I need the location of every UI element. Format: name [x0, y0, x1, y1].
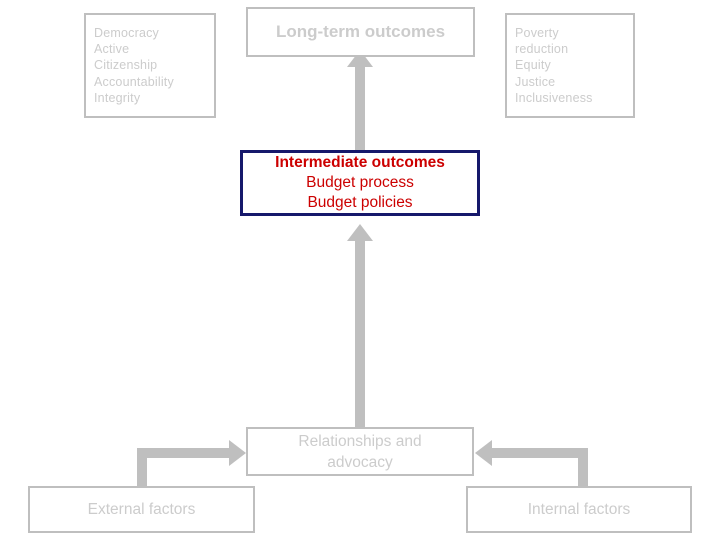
box-long-term-outcomes: Long-term outcomes [246, 7, 475, 57]
intermediate-outcomes-title: Intermediate outcomes [275, 154, 445, 171]
list-item: Justice [515, 74, 556, 89]
arrow-shaft-horizontal [490, 448, 588, 458]
relationships-label-line-2: advocacy [327, 453, 393, 471]
arrow-shaft-horizontal [137, 448, 233, 458]
list-item: Democracy [94, 26, 160, 40]
list-item: Inclusiveness [515, 90, 593, 105]
arrow-shaft [355, 62, 365, 152]
arrow-shaft-vertical [578, 448, 588, 490]
arrow-head-left-icon [475, 440, 492, 466]
long-term-outcomes-label: Long-term outcomes [275, 22, 446, 41]
civic-values-list: Democracy Active Citizenship Accountabil… [86, 15, 174, 106]
arrow-shaft [355, 240, 365, 432]
list-item: Poverty [515, 26, 559, 40]
box-external-factors: External factors [28, 486, 255, 533]
box-intermediate-outcomes: Intermediate outcomes Budget process Bud… [240, 150, 480, 216]
intermediate-outcomes-line-budget-process: Budget process [306, 174, 414, 191]
arrow-head-right-icon [229, 440, 246, 466]
internal-factors-label: Internal factors [527, 500, 631, 518]
list-item: Citizenship [94, 58, 158, 73]
box-civic-values: Democracy Active Citizenship Accountabil… [84, 13, 216, 118]
poverty-outcomes-list: Poverty reduction Equity Justice Inclusi… [507, 15, 593, 106]
relationships-label-line-1: Relationships and [298, 432, 422, 450]
list-item: reduction [515, 42, 569, 57]
list-item: Active [94, 42, 130, 57]
arrow-shaft-vertical [137, 448, 147, 490]
list-item: Accountability [94, 74, 174, 89]
list-item: Integrity [94, 90, 141, 105]
arrow-head-up-icon [347, 224, 373, 241]
box-relationships-and-advocacy: Relationships and advocacy [246, 427, 474, 476]
list-item: Equity [515, 58, 551, 73]
intermediate-outcomes-line-budget-policies: Budget policies [307, 194, 413, 211]
external-factors-label: External factors [87, 500, 196, 518]
box-poverty-outcomes: Poverty reduction Equity Justice Inclusi… [505, 13, 635, 118]
box-internal-factors: Internal factors [466, 486, 692, 533]
